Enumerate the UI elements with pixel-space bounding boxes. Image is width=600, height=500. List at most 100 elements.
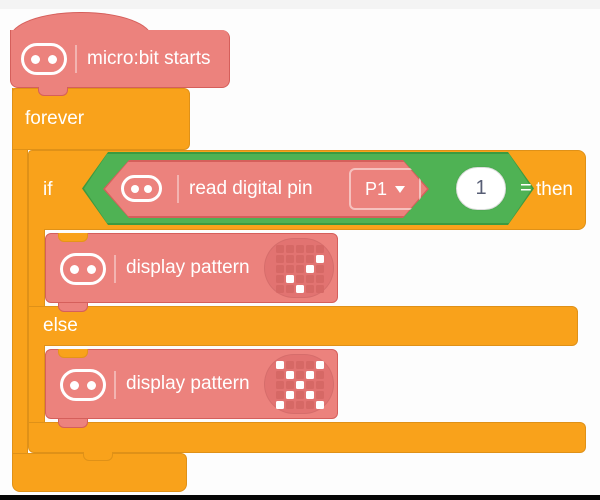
display-pattern-label: display pattern bbox=[126, 257, 250, 278]
forever-label: forever bbox=[25, 108, 85, 129]
pin-dropdown-value: P1 bbox=[364, 178, 388, 199]
then-label: then bbox=[536, 179, 573, 200]
connector-bump bbox=[58, 303, 88, 312]
read-digital-pin-label: read digital pin bbox=[189, 178, 313, 199]
pin-dropdown[interactable]: P1 bbox=[349, 168, 421, 210]
display-pattern-label: display pattern bbox=[126, 373, 250, 394]
forever-block-spine[interactable] bbox=[12, 88, 28, 453]
microbit-face-icon bbox=[60, 369, 106, 401]
led-cell-off bbox=[316, 391, 324, 399]
led-cell-on bbox=[286, 275, 294, 283]
led-cell-off bbox=[306, 361, 314, 369]
led-cell-off bbox=[296, 391, 304, 399]
led-cell-on bbox=[316, 361, 324, 369]
led-cell-off bbox=[306, 255, 314, 263]
led-cell-off bbox=[286, 245, 294, 253]
display-pattern-block-2[interactable]: display pattern bbox=[45, 349, 338, 428]
led-cell-off bbox=[286, 265, 294, 273]
icon-right-eye bbox=[87, 380, 96, 390]
led-cell-on bbox=[286, 391, 294, 399]
led-cell-off bbox=[316, 275, 324, 283]
led-cell-on bbox=[296, 381, 304, 389]
read-digital-pin-block[interactable]: read digital pin P1 bbox=[103, 160, 429, 218]
led-grid bbox=[276, 245, 324, 293]
microbit-face-icon bbox=[60, 253, 106, 285]
led-cell-on bbox=[276, 361, 284, 369]
led-cell-off bbox=[286, 361, 294, 369]
led-cell-off bbox=[276, 275, 284, 283]
led-cell-off bbox=[306, 275, 314, 283]
else-row[interactable]: else bbox=[28, 306, 578, 346]
led-cell-off bbox=[286, 255, 294, 263]
icon-right-eye bbox=[87, 264, 96, 274]
if-label: if bbox=[43, 179, 53, 200]
led-cell-off bbox=[276, 265, 284, 273]
led-pattern-preview-checkmark[interactable] bbox=[264, 238, 334, 298]
connector-notch bbox=[58, 233, 88, 242]
if-end-connector-bump bbox=[83, 452, 113, 461]
forever-block-header[interactable]: forever bbox=[12, 88, 190, 150]
led-cell-on bbox=[316, 401, 324, 409]
led-cell-off bbox=[276, 391, 284, 399]
else-label: else bbox=[43, 315, 78, 336]
led-cell-on bbox=[296, 285, 304, 293]
led-cell-off bbox=[286, 285, 294, 293]
hat-block-label: micro:bit starts bbox=[87, 47, 211, 69]
led-cell-off bbox=[296, 245, 304, 253]
top-strip bbox=[0, 0, 600, 9]
microbit-starts-hat-block[interactable]: micro:bit starts bbox=[10, 30, 230, 88]
microbit-face-icon bbox=[121, 175, 162, 202]
led-cell-off bbox=[316, 245, 324, 253]
dropdown-arrow-icon bbox=[395, 186, 405, 193]
led-grid bbox=[276, 361, 324, 409]
led-cell-off bbox=[286, 401, 294, 409]
icon-left-eye bbox=[70, 380, 79, 390]
led-cell-off bbox=[306, 245, 314, 253]
connector-bump bbox=[58, 419, 88, 428]
icon-left-eye bbox=[70, 264, 79, 274]
led-cell-off bbox=[316, 265, 324, 273]
led-cell-off bbox=[296, 255, 304, 263]
led-cell-off bbox=[296, 361, 304, 369]
icon-separator bbox=[114, 255, 116, 283]
led-cell-off bbox=[306, 285, 314, 293]
led-cell-on bbox=[306, 265, 314, 273]
if-end-bar[interactable] bbox=[28, 422, 586, 453]
led-cell-off bbox=[306, 381, 314, 389]
hat-connector-bump bbox=[38, 87, 68, 96]
icon-right-eye bbox=[48, 54, 57, 64]
display-pattern-block-1[interactable]: display pattern bbox=[45, 233, 338, 312]
led-cell-off bbox=[276, 255, 284, 263]
led-cell-on bbox=[276, 401, 284, 409]
led-cell-off bbox=[306, 401, 314, 409]
led-cell-off bbox=[316, 381, 324, 389]
led-cell-off bbox=[276, 285, 284, 293]
led-cell-off bbox=[296, 371, 304, 379]
led-cell-off bbox=[276, 245, 284, 253]
led-cell-off bbox=[296, 401, 304, 409]
led-cell-off bbox=[296, 265, 304, 273]
compare-value: 1 bbox=[475, 177, 487, 199]
led-cell-on bbox=[286, 371, 294, 379]
equals-sign: = bbox=[520, 177, 532, 199]
led-cell-off bbox=[316, 371, 324, 379]
icon-separator bbox=[177, 175, 179, 203]
led-cell-on bbox=[316, 255, 324, 263]
led-cell-off bbox=[276, 381, 284, 389]
bottom-border-line bbox=[0, 495, 600, 500]
if-mouth-spine-2[interactable] bbox=[28, 345, 45, 423]
microbit-face-icon bbox=[21, 43, 67, 75]
icon-right-eye bbox=[144, 185, 152, 193]
led-cell-off bbox=[316, 285, 324, 293]
led-cell-on bbox=[306, 371, 314, 379]
icon-separator bbox=[114, 371, 116, 399]
if-mouth-spine-1[interactable] bbox=[28, 229, 45, 307]
led-cell-off bbox=[286, 381, 294, 389]
compare-value-input[interactable]: 1 bbox=[456, 167, 506, 210]
icon-left-eye bbox=[131, 185, 139, 193]
icon-left-eye bbox=[31, 54, 40, 64]
led-cell-off bbox=[296, 275, 304, 283]
connector-notch bbox=[58, 349, 88, 358]
led-pattern-preview-x[interactable] bbox=[264, 354, 334, 414]
